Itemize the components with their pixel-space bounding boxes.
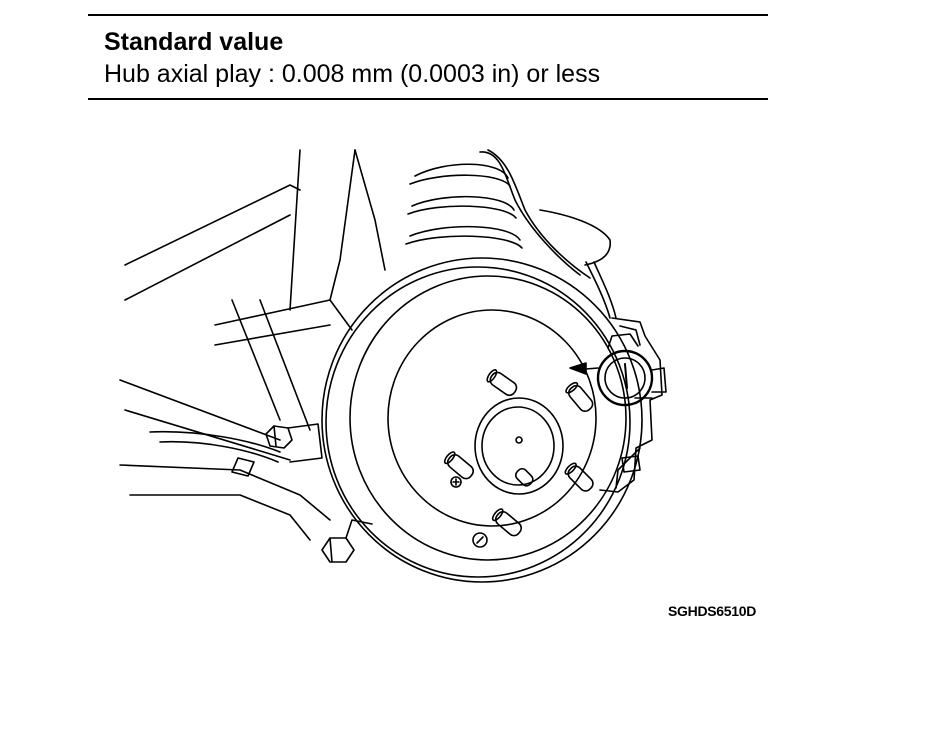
figure-code: SGHDS6510D [668,603,757,619]
mounting-bolt-lower [322,520,372,562]
wheel-studs [443,368,595,547]
lower-arm [120,432,330,540]
spec-title: Standard value [104,28,284,56]
wheel-hub [475,398,563,494]
spec-hub-axial-play: Hub axial play : 0.008 mm (0.0003 in) or… [104,60,601,88]
mounting-bolt-upper [266,424,322,462]
brake-caliper [600,318,662,492]
brake-disc [322,258,642,582]
dial-gauge [570,334,666,405]
coil-spring [406,164,522,248]
gauge-stand [586,262,616,318]
standard-value-box: Standard value Hub axial play : 0.008 mm… [88,14,768,100]
hub-axial-play-illustration [110,140,730,590]
